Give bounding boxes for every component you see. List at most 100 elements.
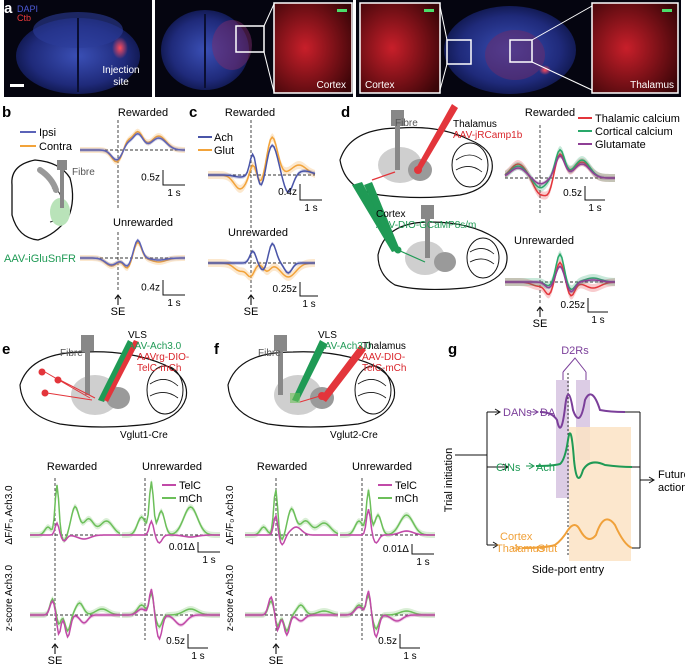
g-diagram	[455, 357, 655, 561]
e-scalebar-1-y: 0.01Δ	[169, 542, 195, 553]
d-scalebar-1	[584, 186, 605, 201]
c-legend-glut: Glut	[214, 145, 234, 157]
e-telc-rewarded	[30, 521, 120, 542]
e-fibre-label: Fibre	[60, 348, 83, 359]
panel-letter-b: b	[2, 104, 11, 121]
f-mch-unrewarded-z-band	[340, 591, 435, 632]
c-scalebar-2	[299, 282, 318, 297]
f-cre-label: Vglut2-Cre	[330, 430, 378, 441]
f-legend-telc: TelC	[395, 480, 417, 492]
d-se-label: SE	[533, 318, 548, 330]
g-ach: Ach	[536, 462, 555, 474]
c-scalebar-2-y: 0.25z	[273, 284, 297, 295]
g-cins: CINs	[496, 462, 521, 474]
legend-ctb: Ctb	[17, 13, 31, 23]
injection-site-line2: site	[113, 77, 129, 88]
g-ach-trace	[535, 432, 633, 479]
f-scalebar-1-y: 0.01Δ	[383, 544, 409, 555]
e-virus3: TelC-mCh	[137, 363, 181, 374]
d-thalamus-label: Thalamus	[453, 119, 497, 130]
b-scalebar-1-y: 0.5z	[141, 173, 160, 184]
f-virus1: AAV-Ach3.0	[318, 341, 372, 352]
b-scalebar-2-y: 0.4z	[141, 283, 160, 294]
d-thal-rewarded-band	[505, 149, 615, 200]
d-title-unrewarded: Unrewarded	[514, 235, 574, 247]
c-se-label: SE	[244, 306, 259, 318]
inset-label-thalamus: Thalamus	[630, 80, 674, 91]
e-telc-rewarded-z-band	[30, 599, 120, 639]
inset-cortex-2	[359, 2, 441, 94]
panel-letter-f: f	[214, 341, 220, 358]
f-scalebar-2	[399, 634, 420, 649]
b-scalebar-2	[162, 280, 185, 296]
f-legend-mch: mCh	[395, 493, 418, 505]
e-ylabel2: z-score Ach3.0	[4, 564, 15, 631]
b-virus-label: AAV-iGluSnFR	[4, 253, 76, 265]
g-cortex: Cortex	[500, 531, 533, 543]
d-legend-glut: Glutamate	[595, 139, 646, 151]
d-glut-unrewarded	[505, 265, 616, 293]
d-scalebar-1-y: 0.5z	[563, 188, 582, 199]
e-scalebar-1-x: 1 s	[202, 555, 215, 566]
e-virus1: AAV-Ach3.0	[128, 341, 182, 352]
d-scalebar-2-y: 0.25z	[561, 300, 585, 311]
e-mch-unrewarded-band	[122, 478, 220, 538]
d-thal-unrewarded-band	[505, 258, 615, 300]
f-telc-unrewarded-z-band	[340, 588, 435, 639]
inset-thalamus	[591, 2, 679, 94]
f-virus3: TelC-mCh	[362, 363, 406, 374]
e-scalebar-2-y: 0.5z	[166, 636, 185, 647]
e-cre-label: Vglut1-Cre	[120, 430, 168, 441]
e-scalebar-1	[197, 542, 220, 553]
f-fibre-label: Fibre	[258, 348, 281, 359]
injection-glow	[112, 37, 128, 59]
f-telc-unrewarded-z	[339, 590, 435, 639]
c-glut-rewarded-band	[208, 133, 315, 193]
b-brain-schematic	[11, 159, 74, 241]
c-legend-ach: Ach	[214, 132, 233, 144]
e-legend-mch: mCh	[179, 493, 202, 505]
panel-letter-g: g	[448, 341, 457, 358]
c-scalebar-1-y: 0.4z	[278, 187, 297, 198]
e-ylabel1: ΔF/F₀ Ach3.0	[4, 485, 15, 545]
b-scalebar-1	[162, 170, 185, 186]
g-glut-trace	[521, 518, 633, 549]
b-title-unrewarded: Unrewarded	[113, 217, 173, 229]
d-legend-cort: Cortical calcium	[595, 126, 673, 138]
g-glut: Glut	[537, 543, 557, 555]
c-scalebar-2-x: 1 s	[302, 299, 315, 310]
f-telc-unrewarded	[340, 508, 436, 544]
d-virus-cort: AAV-DIO-GCaMP8s/m	[376, 220, 476, 231]
f-scalebar-1	[411, 544, 434, 555]
c-title-unrewarded: Unrewarded	[228, 227, 288, 239]
b-scalebar-2-x: 1 s	[167, 298, 180, 309]
b-ipsi-unrewarded	[79, 239, 186, 267]
f-thalamus-label: Thalamus	[362, 341, 406, 352]
f-title-unrewarded: Unrewarded	[352, 461, 412, 473]
f-ylabel1: ΔF/F₀ Ach3.0	[225, 485, 236, 545]
e-telc-unrewarded-z	[121, 588, 220, 641]
panel-letter-d: d	[341, 104, 350, 121]
d-glut-rewarded-band	[505, 153, 615, 186]
b-legend-ipsi: Ipsi	[39, 127, 56, 139]
inset-label-cortex-1: Cortex	[317, 80, 346, 91]
e-title-unrewarded: Unrewarded	[142, 461, 202, 473]
g-future2: actions	[658, 482, 685, 494]
e-mch-unrewarded-z	[121, 589, 221, 629]
e-telc-unrewarded	[122, 519, 221, 544]
g-side-port: Side-port entry	[532, 564, 605, 576]
c-ach-unrewarded	[208, 242, 315, 274]
f-scalebar-1-x: 1 s	[416, 557, 429, 568]
e-se-label: SE	[48, 655, 63, 667]
e-legend-telc: TelC	[179, 480, 201, 492]
g-trial-initiation: Trial initiation	[443, 448, 455, 512]
f-scalebar-2-x: 1 s	[403, 651, 416, 662]
f-brain	[227, 335, 396, 428]
b-plots: 0.5z 1 s 0.4z 1 s	[79, 120, 186, 309]
b-scalebar-1-x: 1 s	[167, 188, 180, 199]
injection-site-line1: Injection	[102, 65, 139, 76]
c-scalebar-1	[299, 184, 322, 201]
